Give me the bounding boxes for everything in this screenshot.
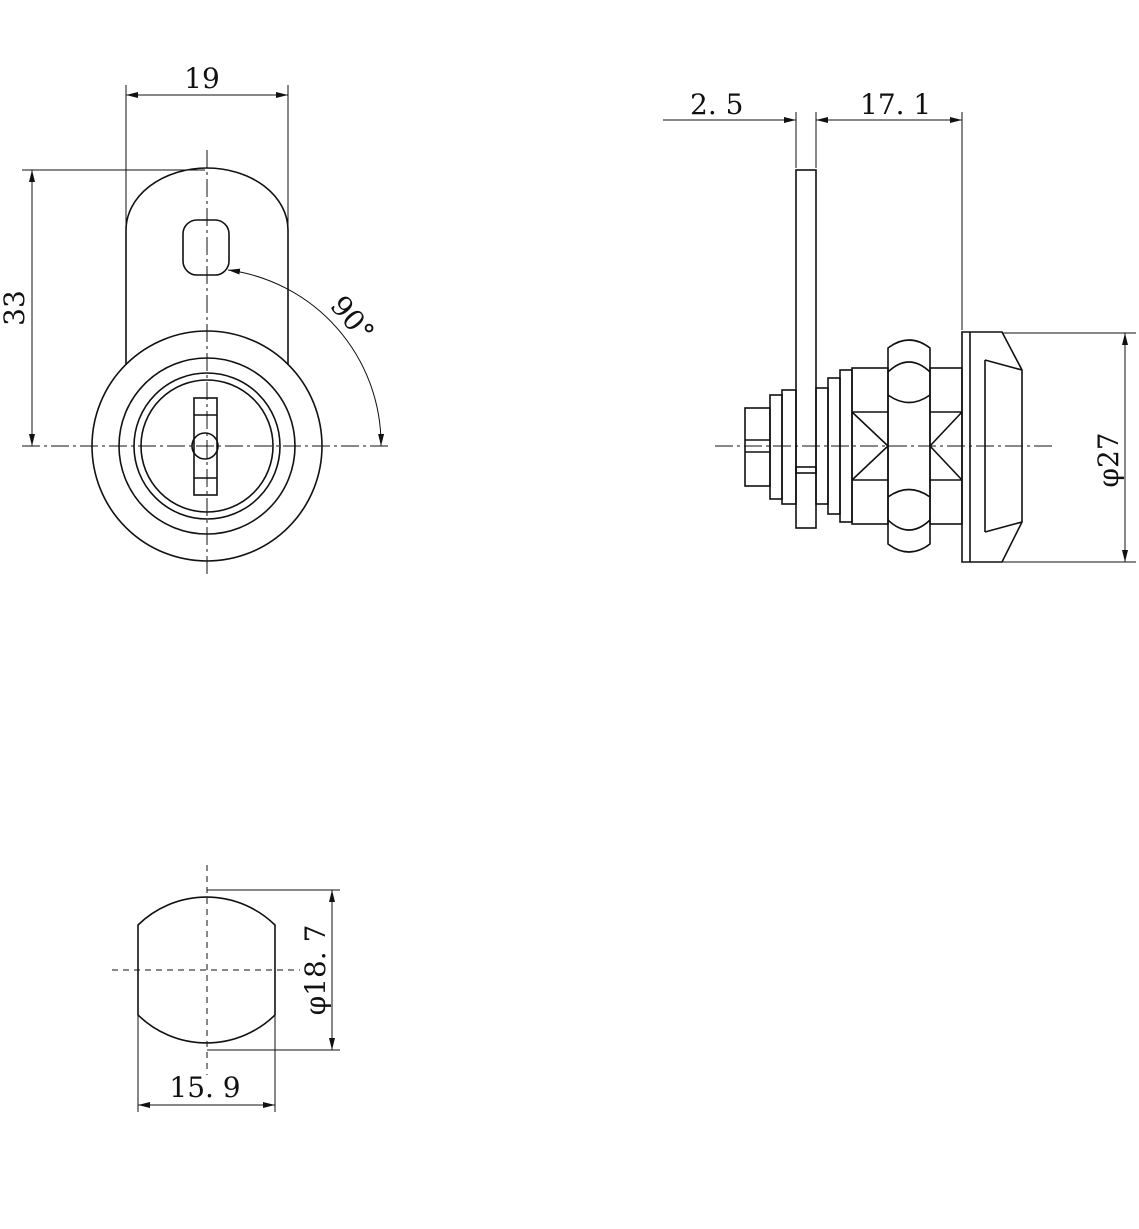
front-view: 19 33 90° [0,62,390,575]
width-dim-label: 19 [184,62,220,95]
cam-plate [795,169,817,529]
side-view: 2. 5 17. 1 φ27 [663,88,1136,563]
plate-thickness-dim-label: 2. 5 [690,88,743,121]
bezel-cap [961,331,1023,563]
hex-nut [887,339,931,553]
length-dim-label: 17. 1 [860,88,931,121]
cam-slot [182,219,230,276]
height-dim-label: 33 [0,290,31,326]
angle-dim-label: 90° [324,289,381,348]
screw [744,389,797,505]
cutout-diameter-dim-label: φ18. 7 [299,925,332,1016]
angle-arc [227,268,385,447]
diameter-dim-label: φ27 [1092,432,1125,487]
panel-cutout-view: φ18. 7 15. 9 [112,865,340,1112]
cutout-width-dim-label: 15. 9 [169,1071,240,1104]
